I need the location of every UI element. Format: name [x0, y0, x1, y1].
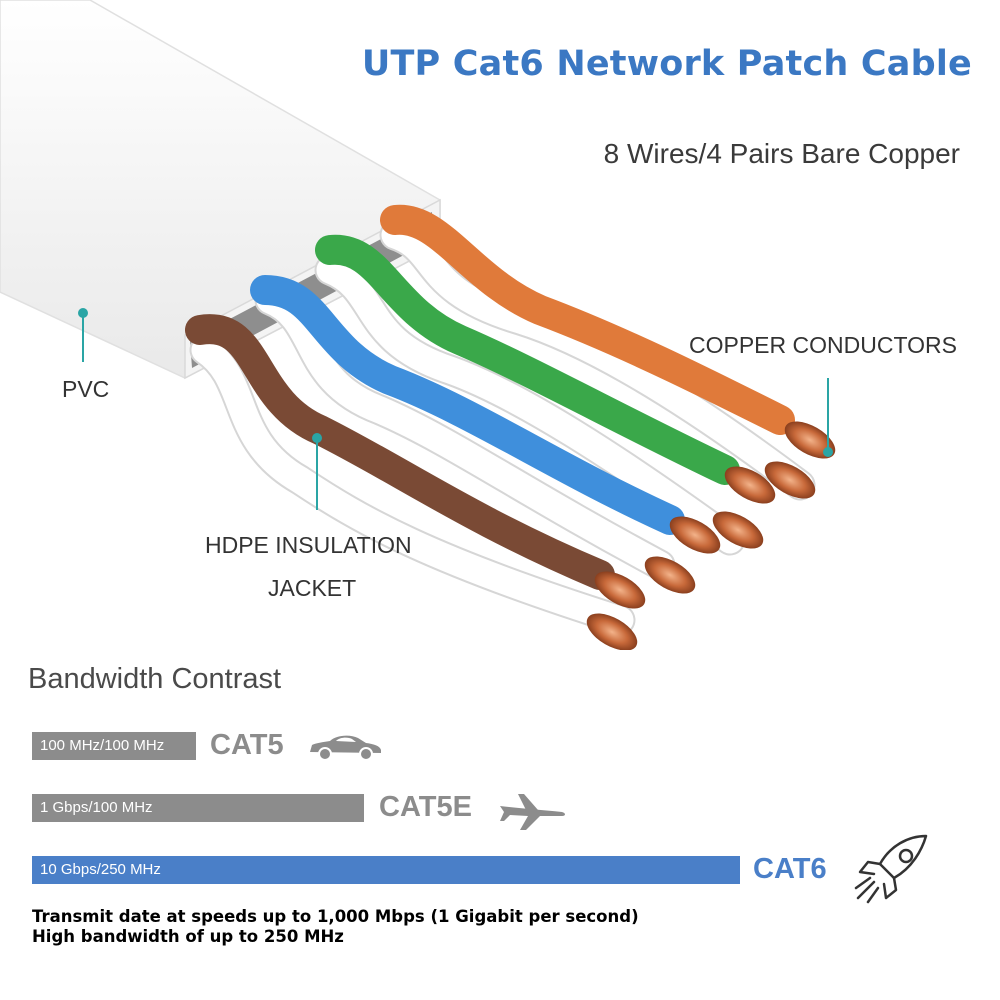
cat6-bandwidth-bar: 10 Gbps/250 MHz [32, 856, 740, 884]
car-icon [310, 735, 381, 761]
green-wire [315, 234, 740, 485]
page-subtitle: 8 Wires/4 Pairs Bare Copper [603, 138, 960, 169]
callout-lines [78, 308, 833, 510]
jacket-label: JACKET [268, 575, 357, 601]
cable-illustration [0, 0, 836, 650]
copper-conductor-ends [586, 421, 836, 650]
pvc-label: PVC [62, 376, 110, 402]
bandwidth-note: High bandwidth of up to 250 MHz [32, 927, 344, 946]
orange-wire [380, 204, 795, 435]
copper-conductors-label: COPPER CONDUCTORS [689, 332, 957, 358]
cat5e-label: CAT5E [379, 791, 472, 823]
cat5-bandwidth-bar: 100 MHz/100 MHz [32, 732, 196, 760]
airplane-icon [500, 794, 565, 830]
brown-wire [185, 314, 615, 590]
rocket-icon [854, 834, 928, 904]
page-title: UTP Cat6 Network Patch Cable [361, 44, 972, 84]
speed-note: Transmit date at speeds up to 1,000 Mbps… [32, 907, 639, 926]
bandwidth-title: Bandwidth Contrast [28, 663, 282, 695]
white-wires [189, 219, 816, 636]
colored-wires [185, 204, 795, 590]
blue-wire [250, 275, 685, 535]
cat6-label: CAT6 [753, 853, 827, 885]
hdpe-insulation-label: HDPE INSULATION [205, 532, 412, 558]
cat5-label: CAT5 [210, 729, 284, 761]
cat5e-bandwidth-bar: 1 Gbps/100 MHz [32, 794, 364, 822]
